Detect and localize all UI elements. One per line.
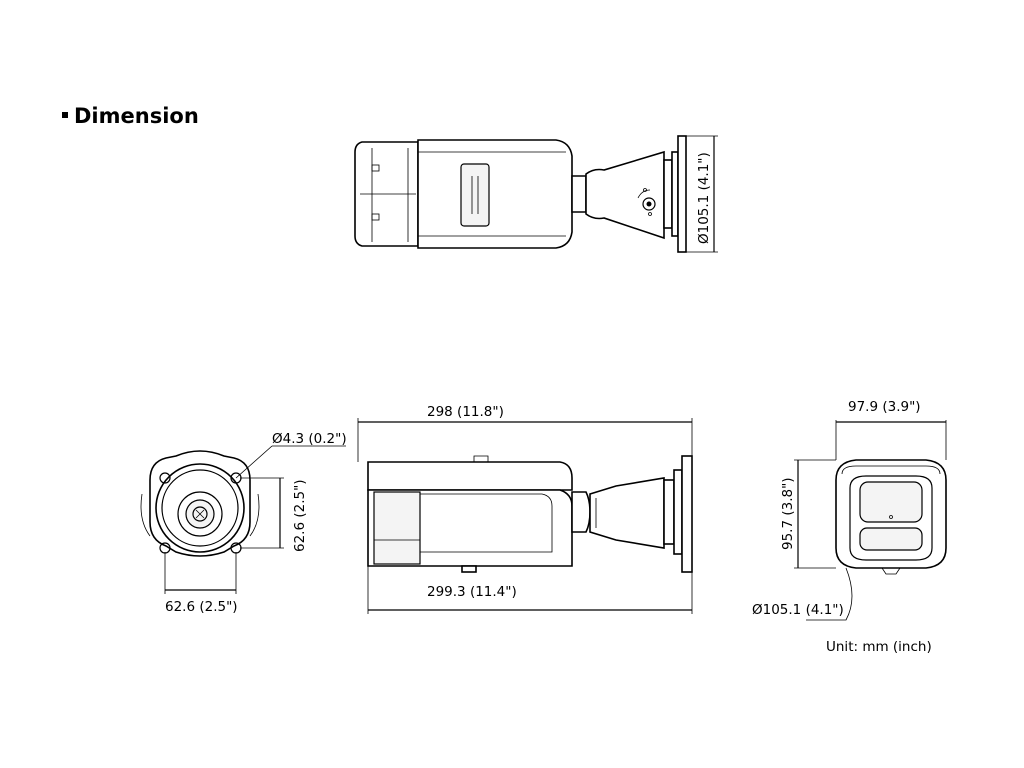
dim-hole-diameter: Ø4.3 (0.2") [272,431,347,447]
dim-top-mount-diameter: Ø105.1 (4.1") [696,152,712,244]
dim-front-height: 95.7 (3.8") [780,477,796,550]
camera-back-view [140,445,346,594]
dim-length-top: 298 (11.8") [427,404,504,420]
camera-top-view [354,135,718,253]
unit-note: Unit: mm (inch) [826,639,932,655]
bullet-square-icon [62,112,68,118]
page-title-text: Dimension [74,104,199,128]
dim-base-height: 62.6 (2.5") [292,479,308,552]
dim-length-bottom: 299.3 (11.4") [427,584,517,600]
dim-front-mount-diameter: Ø105.1 (4.1") [752,602,844,618]
dim-base-width: 62.6 (2.5") [165,599,238,615]
camera-front-view [794,420,947,621]
dim-front-width: 97.9 (3.9") [848,399,921,415]
camera-side-view [357,418,693,614]
page-title: Dimension [62,104,199,128]
